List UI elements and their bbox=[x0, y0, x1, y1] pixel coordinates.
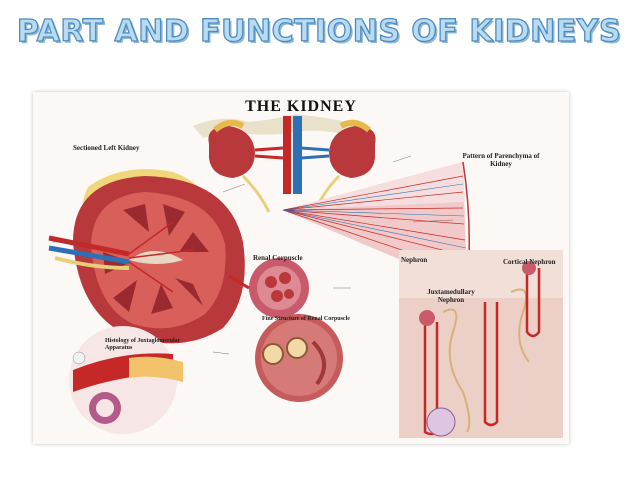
renal-corpuscle-illustration bbox=[228, 258, 309, 318]
histology-illustration bbox=[69, 326, 183, 434]
poster-illustration bbox=[48, 114, 563, 438]
fine-structure-illustration bbox=[255, 314, 343, 402]
parenchyma-wedge-illustration bbox=[282, 161, 470, 289]
poster-title: THE KIDNEY bbox=[245, 98, 357, 115]
label-fine-structure: Fine Structure of Renal Corpuscle bbox=[262, 316, 350, 322]
nephron-illustration bbox=[399, 250, 563, 438]
label-renal-corpuscle: Renal Corpuscle bbox=[253, 254, 303, 262]
sectioned-kidney-illustration bbox=[48, 169, 245, 344]
slide-title: PART AND FUNCTIONS OF KIDNEYS bbox=[16, 13, 622, 49]
label-juxtamedullary-nephron: Juxtamedullary Nephron bbox=[427, 288, 475, 304]
label-histology: Histology of Juxtaglomerular Apparatus bbox=[105, 338, 181, 351]
kidney-poster: THE KIDNEY Sectioned Left Kidney Pattern… bbox=[33, 92, 569, 444]
top-kidneys-illustration bbox=[193, 114, 376, 213]
label-sectioned-left-kidney: Sectioned Left Kidney bbox=[73, 144, 140, 152]
label-cortical-nephron: Cortical Nephron bbox=[503, 258, 556, 266]
label-pattern-of-parenchyma: Pattern of Parenchyma of Kidney bbox=[462, 152, 540, 168]
label-nephron: Nephron bbox=[401, 256, 428, 264]
